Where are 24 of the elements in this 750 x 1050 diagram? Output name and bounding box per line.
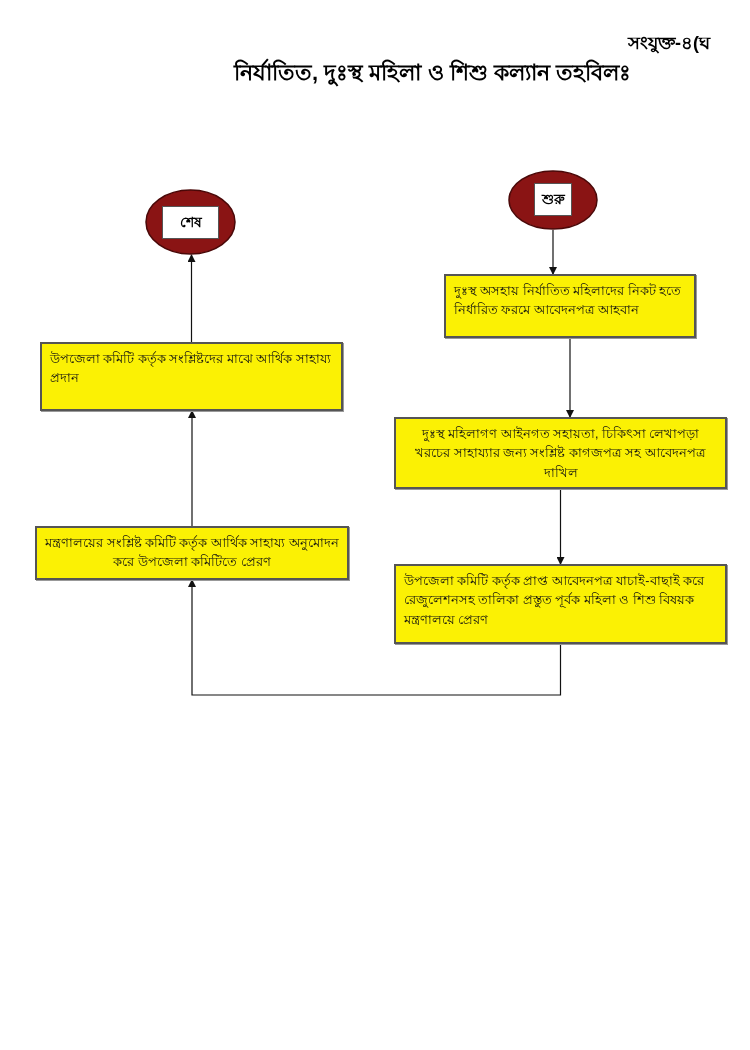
terminator-oval	[508, 170, 598, 230]
label-box	[534, 183, 572, 216]
annex-label: সংযুক্ত-৪(ঘ	[628, 32, 710, 56]
flow-arrow	[188, 579, 562, 696]
label-box	[162, 206, 219, 239]
flow-arrow	[549, 229, 557, 275]
process-box	[394, 564, 727, 644]
step-text: দুঃস্থ মহিলাগণ আইনগত সহায়তা, চিকিৎসা লেখাপড়া খরচের সাহায্যার জন্য সংশ্লিষ্ট কাগজপত্র সহ আবেদনপত্র দাখিল	[414, 425, 707, 482]
terminator-oval	[145, 189, 236, 255]
flow-arrow	[187, 254, 196, 343]
step-text: মন্ত্রণালয়ের সংশ্লিষ্ট কমিটি কর্তৃক আর্থিক সাহায্য অনুমোদন করে উপজেলা কমিটিতে প্রেরণ	[45, 534, 339, 572]
process-box	[444, 274, 696, 338]
flow-arrow	[556, 488, 565, 565]
diagram-title: নির্যাতিত, দুঃস্থ মহিলা ও শিশু কল্যান তহবিলঃ	[232, 57, 632, 89]
process-box	[35, 526, 349, 580]
process-box	[40, 342, 343, 411]
process-box	[394, 417, 727, 490]
flow-arrow	[566, 337, 574, 418]
terminal-text: শুরু	[541, 190, 565, 209]
step-text: দুঃস্থ অসহায় নির্যাতিত মহিলাদের নিকট হতে নির্ধারিত ফরমে আবেদনপত্র আহবান	[454, 282, 683, 320]
step-text: উপজেলা কমিটি কর্তৃক সংশ্লিষ্টদের মাঝে আর্থিক সাহায্য প্রদান	[50, 350, 332, 388]
flow-arrow	[188, 410, 196, 527]
terminal-text: শেষ	[179, 213, 202, 232]
step-text: উপজেলা কমিটি কর্তৃক প্রাপ্ত আবেদনপত্র যাচাই-বাছাই করে রেজুলেশনসহ তালিকা প্রস্তুত পূর্বক মহিলা ও শিশু বিষয়ক মন্ত্রণালয়ে প্রেরণ	[404, 572, 706, 629]
